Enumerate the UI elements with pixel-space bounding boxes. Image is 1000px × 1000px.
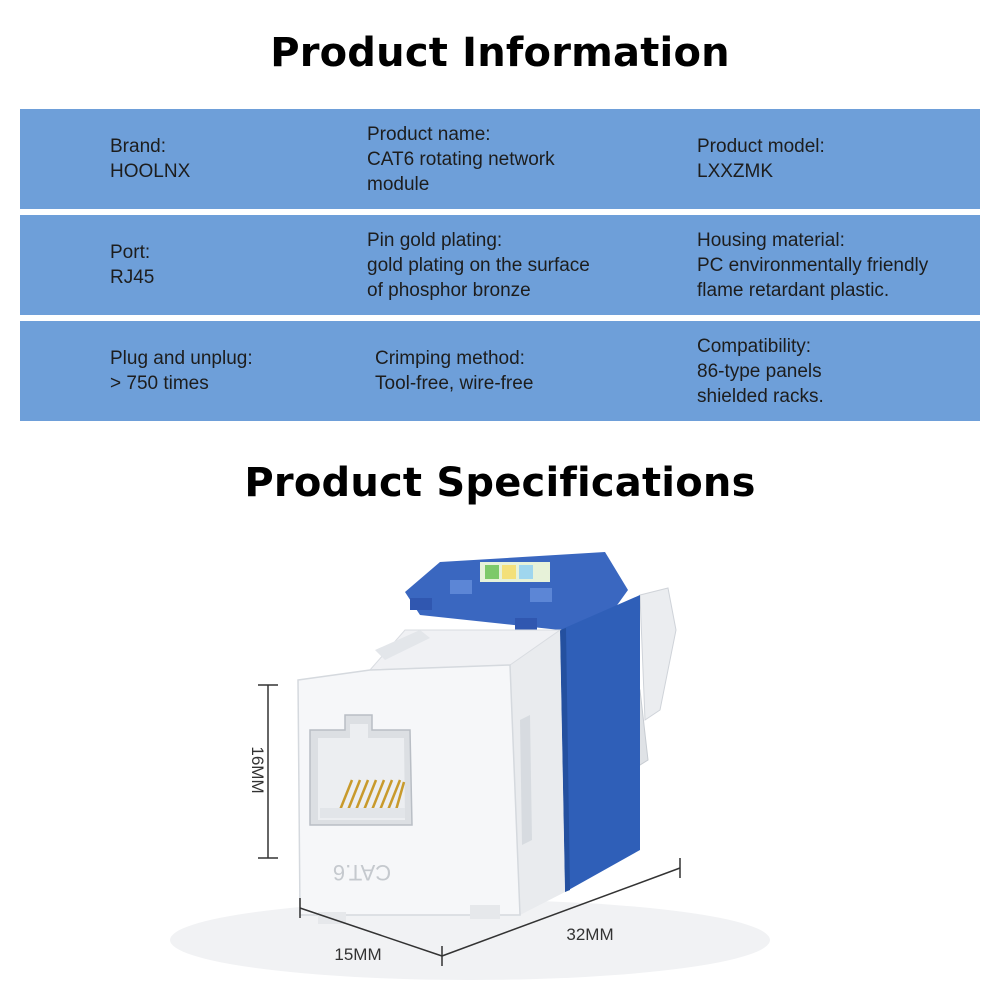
info-label: Crimping method: [375,348,525,369]
wire-slot [410,598,432,610]
info-band-3: Plug and unplug: > 750 times Crimping me… [20,321,980,421]
info-label: Housing material: [697,229,845,251]
info-cell-housing-material: Housing material: PC environmentally fri… [697,215,977,315]
info-band-2: Port: RJ45 Pin gold plating: gold platin… [20,215,980,315]
foot [470,905,500,919]
info-label: Compatibility: [697,335,812,357]
dimension-line-height [258,684,278,859]
top-wire-block [405,552,628,630]
info-value: LXXZMK [697,161,774,182]
color-code-green [485,565,499,579]
info-cell-brand: Brand: HOOLNX [110,109,350,209]
info-band-1: Brand: HOOLNX Product name: CAT6 rotatin… [20,109,980,209]
info-value: PC environmentally friendly flame retard… [697,254,929,301]
info-value: HOOLNX [110,161,191,182]
gold-pins [338,779,406,811]
info-label: Pin gold plating: [367,229,503,251]
info-label: Brand: [110,136,166,157]
info-cell-product-model: Product model: LXXZMK [697,109,977,209]
info-label: Product model: [697,136,825,157]
info-value: RJ45 [110,267,155,288]
info-cell-port: Port: RJ45 [110,215,350,315]
rear-latch [639,587,677,721]
info-cell-pin-gold-plating: Pin gold plating: gold plating on the su… [367,215,667,315]
color-code-cyan [519,565,533,579]
dimension-label-depth: 32MM [566,925,613,944]
side-rib [520,715,532,845]
info-value: gold plating on the surface of phosphor … [367,254,590,301]
blue-side-body [560,595,640,892]
wire-slot [515,618,537,630]
info-cell-product-name: Product name: CAT6 rotating network modu… [367,109,667,209]
info-value: 86-type panels shielded racks. [697,360,824,407]
top-tab [375,630,430,660]
info-label: Product name: [367,123,491,145]
info-value: CAT6 rotating network module [367,148,555,195]
info-cell-plug-unplug: Plug and unplug: > 750 times [110,321,350,421]
color-code-yellow [502,565,516,579]
info-value: > 750 times [110,373,209,394]
pin-guide [320,808,405,818]
info-cell-crimping-method: Crimping method: Tool-free, wire-free [375,321,675,421]
info-cell-compatibility: Compatibility: 86-type panels shielded r… [697,321,977,421]
keystone-module-illustration: CAT.6 16MM 15MM 32MM [170,552,770,980]
info-label: Plug and unplug: [110,348,253,369]
section-title-product-information: Product Information [270,30,730,76]
blue-side-edge [560,628,570,892]
wire-slot [450,580,472,594]
dimension-label-height: 16MM [248,746,267,793]
dimension-line-depth [441,858,681,957]
info-value: Tool-free, wire-free [375,373,534,394]
cat6-marking: CAT.6 [333,860,391,885]
section-title-product-specifications: Product Specifications [244,460,756,506]
dimension-label-width: 15MM [334,945,381,964]
rj45-port-inner [318,724,405,820]
wire-slot [530,588,552,602]
info-label: Port: [110,242,151,263]
